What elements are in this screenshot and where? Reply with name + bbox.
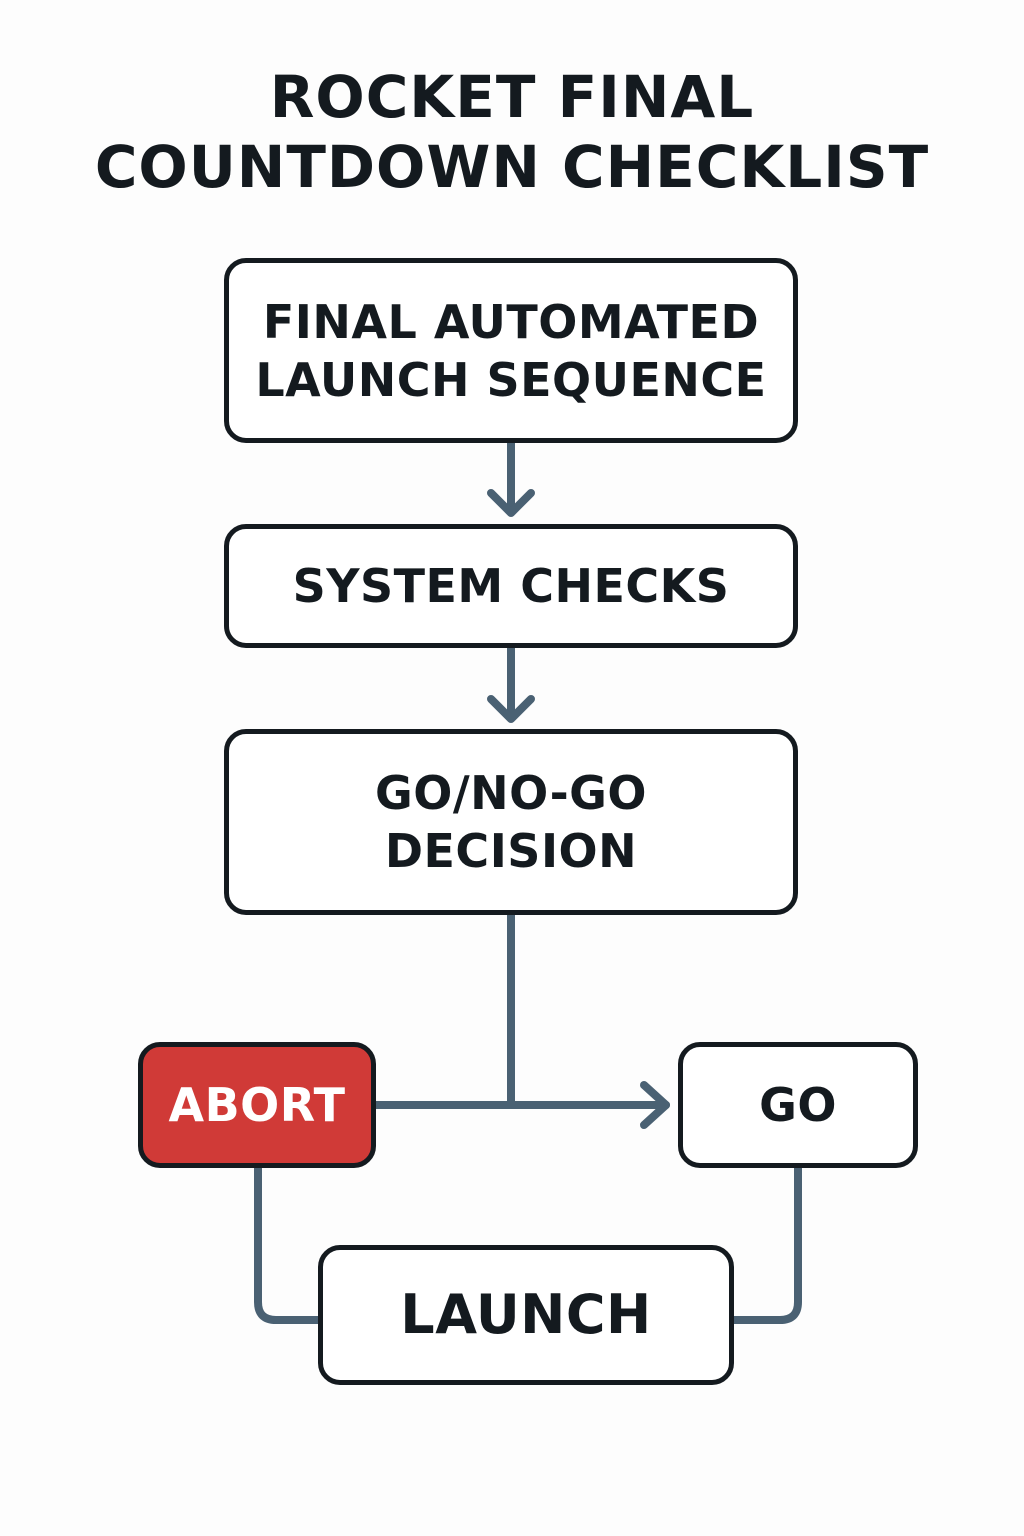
node-launch-label: LAUNCH — [400, 1283, 652, 1346]
node-final-line-2: LAUNCH SEQUENCE — [255, 352, 767, 407]
arrowhead-to-checks — [487, 489, 535, 517]
diagram-title-line-2: COUNTDOWN CHECKLIST — [94, 133, 930, 201]
node-launch: LAUNCH — [318, 1245, 734, 1385]
node-go-label: GO — [759, 1078, 837, 1132]
arrowhead-to-go — [640, 1081, 670, 1129]
node-system-checks: SYSTEM CHECKS — [224, 524, 798, 648]
node-abort: ABORT — [138, 1042, 376, 1168]
connector-go-to-launch — [730, 1164, 802, 1324]
node-final-line-1: FINAL AUTOMATED — [262, 294, 760, 349]
node-go-no-go-line-1: GO/NO-GO — [374, 766, 648, 820]
arrowhead-to-decision — [487, 695, 535, 723]
node-go-no-go-line-2: DECISION — [384, 824, 638, 878]
node-system-checks-label: SYSTEM CHECKS — [292, 559, 730, 613]
diagram-title: ROCKET FINAL COUNTDOWN CHECKLIST — [0, 62, 1024, 202]
connector-abort-to-launch — [254, 1164, 322, 1324]
node-go-no-go-decision: GO/NO-GO DECISION — [224, 729, 798, 915]
node-go: GO — [678, 1042, 918, 1168]
diagram-title-line-1: ROCKET FINAL — [269, 63, 755, 131]
node-abort-label: ABORT — [168, 1078, 346, 1132]
node-final-automated-launch-sequence: FINAL AUTOMATED LAUNCH SEQUENCE — [224, 258, 798, 443]
